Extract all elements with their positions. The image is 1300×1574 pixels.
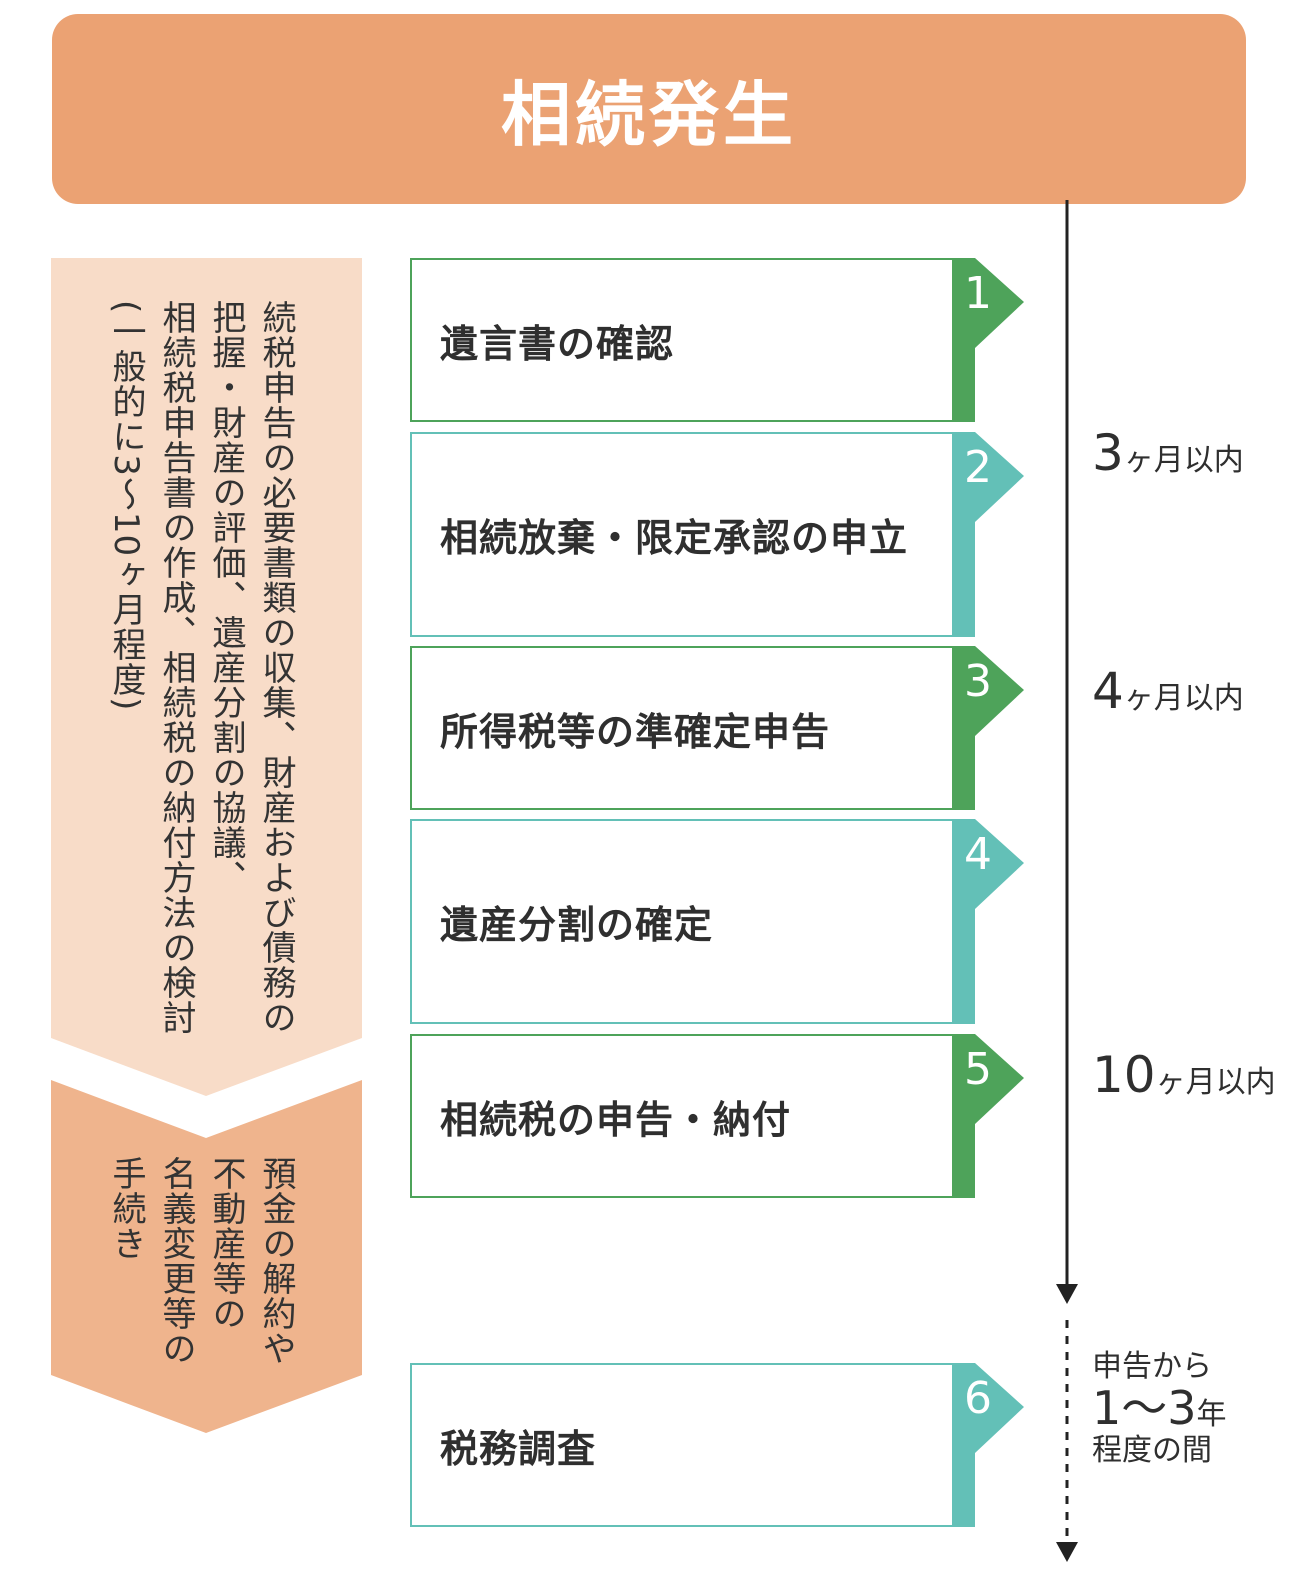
period-3-months: 3ヶ月以内 [1092, 424, 1244, 482]
timeline-dashed-arrowhead [1056, 1542, 1078, 1562]
step-6-box: 税務調査 [410, 1363, 954, 1527]
step-6-label: 税務調査 [440, 1426, 597, 1471]
period-4-months: 4ヶ月以内 [1092, 662, 1244, 720]
period-10-months: 10ヶ月以内 [1092, 1046, 1276, 1104]
preparation-line-1: 続税申告の必要書類の収集、財産および債務の [256, 300, 296, 1035]
preparation-line-4: (一般的に3〜10ヶ月程度) [106, 300, 146, 712]
step-5-box: 相続税の申告・納付 [410, 1034, 954, 1198]
step-4-box: 遺産分割の確定 [410, 819, 954, 1024]
procedures-line-4: 手続き [106, 1156, 146, 1261]
audit-note-line-3: 程度の間 [1092, 1432, 1212, 1468]
step-1-label: 遺言書の確認 [440, 321, 675, 366]
timeline [1040, 200, 1100, 1574]
step-4-number: 4 [964, 829, 992, 880]
step-3-number: 3 [964, 656, 992, 707]
procedures-line-1: 預金の解約や [256, 1156, 296, 1366]
header-title: 相続発生 [501, 73, 797, 156]
preparation-panel: 続税申告の必要書類の収集、財産および債務の 把握・財産の評価、遺産分割の協議、 … [51, 258, 362, 1098]
preparation-panel-shape [51, 258, 362, 1096]
step-5-label: 相続税の申告・納付 [440, 1097, 792, 1142]
preparation-line-2: 把握・財産の評価、遺産分割の協議、 [206, 300, 246, 895]
step-3-box: 所得税等の準確定申告 [410, 646, 954, 810]
procedures-line-2: 不動産等の [206, 1156, 246, 1331]
step-1-box: 遺言書の確認 [410, 258, 954, 422]
audit-note-line-2: 1〜3年 [1092, 1381, 1227, 1435]
step-2-box: 相続放棄・限定承認の申立 [410, 432, 954, 637]
step-2-number: 2 [964, 442, 992, 493]
audit-period-note: 申告から 1〜3年 程度の間 [1092, 1350, 1227, 1467]
timeline-arrows [1056, 200, 1078, 1562]
step-2-label: 相続放棄・限定承認の申立 [440, 516, 909, 560]
procedures-panel: 預金の解約や 不動産等の 名義変更等の 手続き [51, 1080, 362, 1435]
step-1-number: 1 [964, 268, 992, 319]
step-6-number: 6 [964, 1373, 992, 1424]
audit-note-line-1: 申告から [1092, 1349, 1212, 1384]
step-3-label: 所得税等の準確定申告 [440, 709, 831, 754]
timeline-solid-arrowhead [1056, 1284, 1078, 1304]
procedures-panel-shape [51, 1080, 362, 1433]
step-4-label: 遺産分割の確定 [440, 903, 714, 947]
procedures-line-3: 名義変更等の [156, 1156, 196, 1366]
step-5-number: 5 [964, 1044, 992, 1095]
header-banner: 相続発生 [52, 14, 1246, 204]
preparation-line-3: 相続税申告書の作成、相続税の納付方法の検討 [156, 300, 196, 1035]
